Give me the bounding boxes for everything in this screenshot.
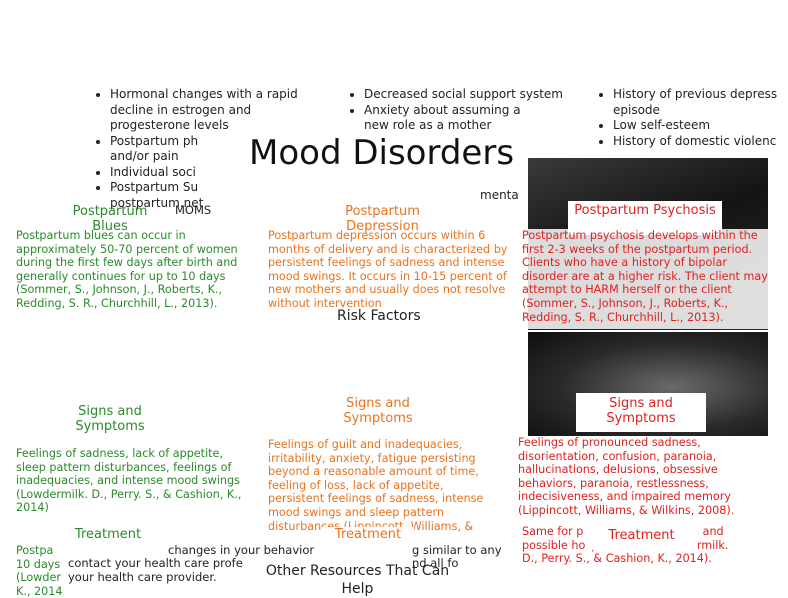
other-line-1-right: g similar to any: [412, 543, 502, 557]
depression-header: Postpartum Depression: [345, 204, 420, 234]
risk-factor-item: Hormonal changes with a rapid decline in…: [110, 87, 320, 134]
depression-signs-text: Feelings of guilt and inadequacies, irri…: [268, 438, 484, 533]
risk-factor-item: History of domestic violenc: [613, 134, 788, 150]
risk-factor-item: Individual soci: [110, 165, 320, 181]
depression-description: Postpartum depression occurs within 6 mo…: [268, 229, 508, 310]
risk-factor-list-1: Hormonal changes with a rapid decline in…: [90, 87, 320, 211]
other-line-1-left: changes in your behavior: [168, 543, 315, 557]
risk-fragment-text: menta: [480, 188, 519, 202]
page-title: Mood Disorders: [247, 133, 517, 173]
other-line-2-right: nd all fo: [412, 556, 459, 570]
psychosis-description: Postpartum psychosis develops within the…: [522, 229, 768, 329]
risk-factor-item: Postpartum Su postpartum.net: [110, 180, 203, 211]
other-line-3: your health care provider.: [68, 570, 217, 584]
risk-factor-item: Postpartum ph and/or pain: [110, 134, 200, 165]
blues-treatment-header: Treatment: [62, 527, 154, 542]
risk-factor-list-2: Decreased social support system Anxiety …: [344, 87, 574, 134]
blues-description: Postpartum blues can occur in approximat…: [16, 229, 238, 310]
psychosis-signs-header: Signs and Symptoms: [576, 393, 706, 432]
psychosis-signs-text: Feelings of pronounced sadness, disorien…: [518, 436, 768, 518]
blues-signs-header: Signs and Symptoms: [75, 404, 145, 434]
risk-factor-item: Anxiety about assuming a new role as a m…: [364, 103, 544, 134]
blues-header: Postpartum Blues: [72, 204, 148, 234]
risk-factor-item: Decreased social support system: [364, 87, 574, 103]
psychosis-treatment-header: Treatment: [585, 525, 698, 550]
blues-signs-text: Feelings of sadness, lack of appetite, s…: [16, 447, 242, 515]
risk-factor-item: Low self-esteem: [613, 118, 788, 134]
blues-treatment-text: Postpa 10 days (Lowder K., 2014: [16, 544, 63, 598]
other-line-2-left: contact your health care profe: [68, 556, 243, 570]
risk-factors-heading: Risk Factors: [337, 308, 421, 324]
risk-factor-text: History of previous depress: [613, 87, 778, 101]
depression-signs-header: Signs and Symptoms: [343, 396, 413, 426]
risk-factor-text: episode: [613, 102, 660, 117]
other-resources-heading: Other Resources That Can Help: [265, 563, 450, 597]
depression-treatment-header: Treatment: [322, 527, 414, 542]
moms-label: MOMS: [175, 203, 212, 217]
